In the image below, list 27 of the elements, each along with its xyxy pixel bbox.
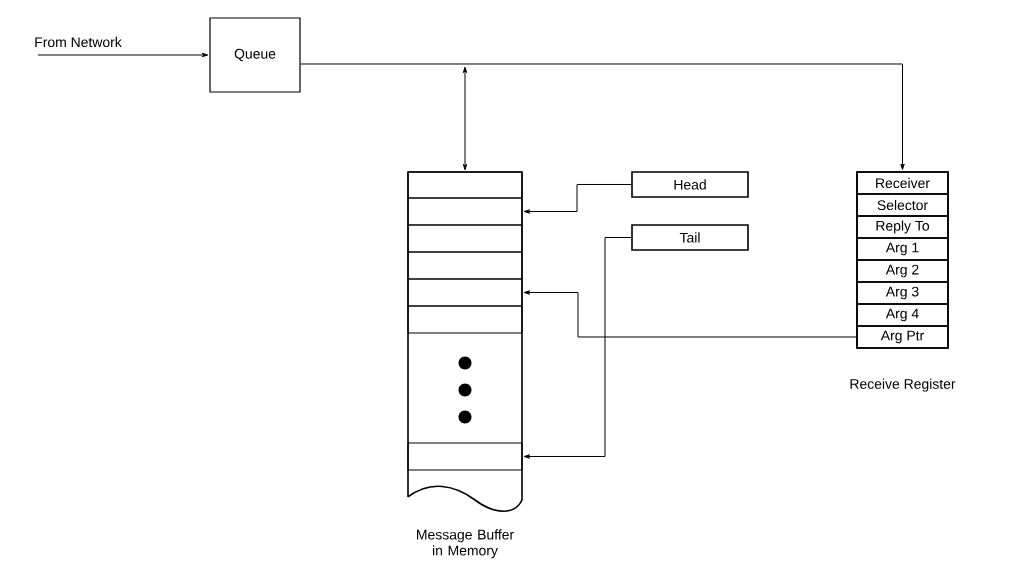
buffer-slot — [407, 442, 523, 471]
register-field: Arg 2 — [856, 259, 949, 283]
register-field: Arg 4 — [856, 303, 949, 327]
arrow — [300, 63, 905, 170]
pointer-box: Tail — [631, 224, 749, 251]
arrow — [462, 66, 468, 171]
node-label: Receive Register — [850, 378, 956, 392]
node-label: Message Buffer in Memory — [417, 529, 514, 559]
register-field: Receiver — [856, 171, 949, 195]
buffer-slot — [407, 224, 523, 253]
pointer-box: Head — [631, 171, 749, 198]
register-field: Arg 3 — [856, 281, 949, 305]
arrow — [523, 290, 857, 338]
register-field: Reply To — [856, 215, 949, 239]
register-field: Arg 1 — [856, 237, 949, 261]
arrow — [523, 237, 632, 459]
buffer-slot — [407, 305, 523, 334]
buffer-slot — [407, 251, 523, 280]
arrow — [523, 184, 632, 214]
edge-label: From Network — [35, 36, 122, 48]
buffer-slot — [407, 278, 523, 307]
queue-box: Queue — [209, 17, 301, 93]
buffer-slot — [407, 171, 523, 199]
buffer-slot — [407, 197, 523, 226]
arrow — [37, 52, 209, 58]
register-field: Selector — [856, 193, 949, 217]
register-field: Arg Ptr — [856, 325, 949, 349]
